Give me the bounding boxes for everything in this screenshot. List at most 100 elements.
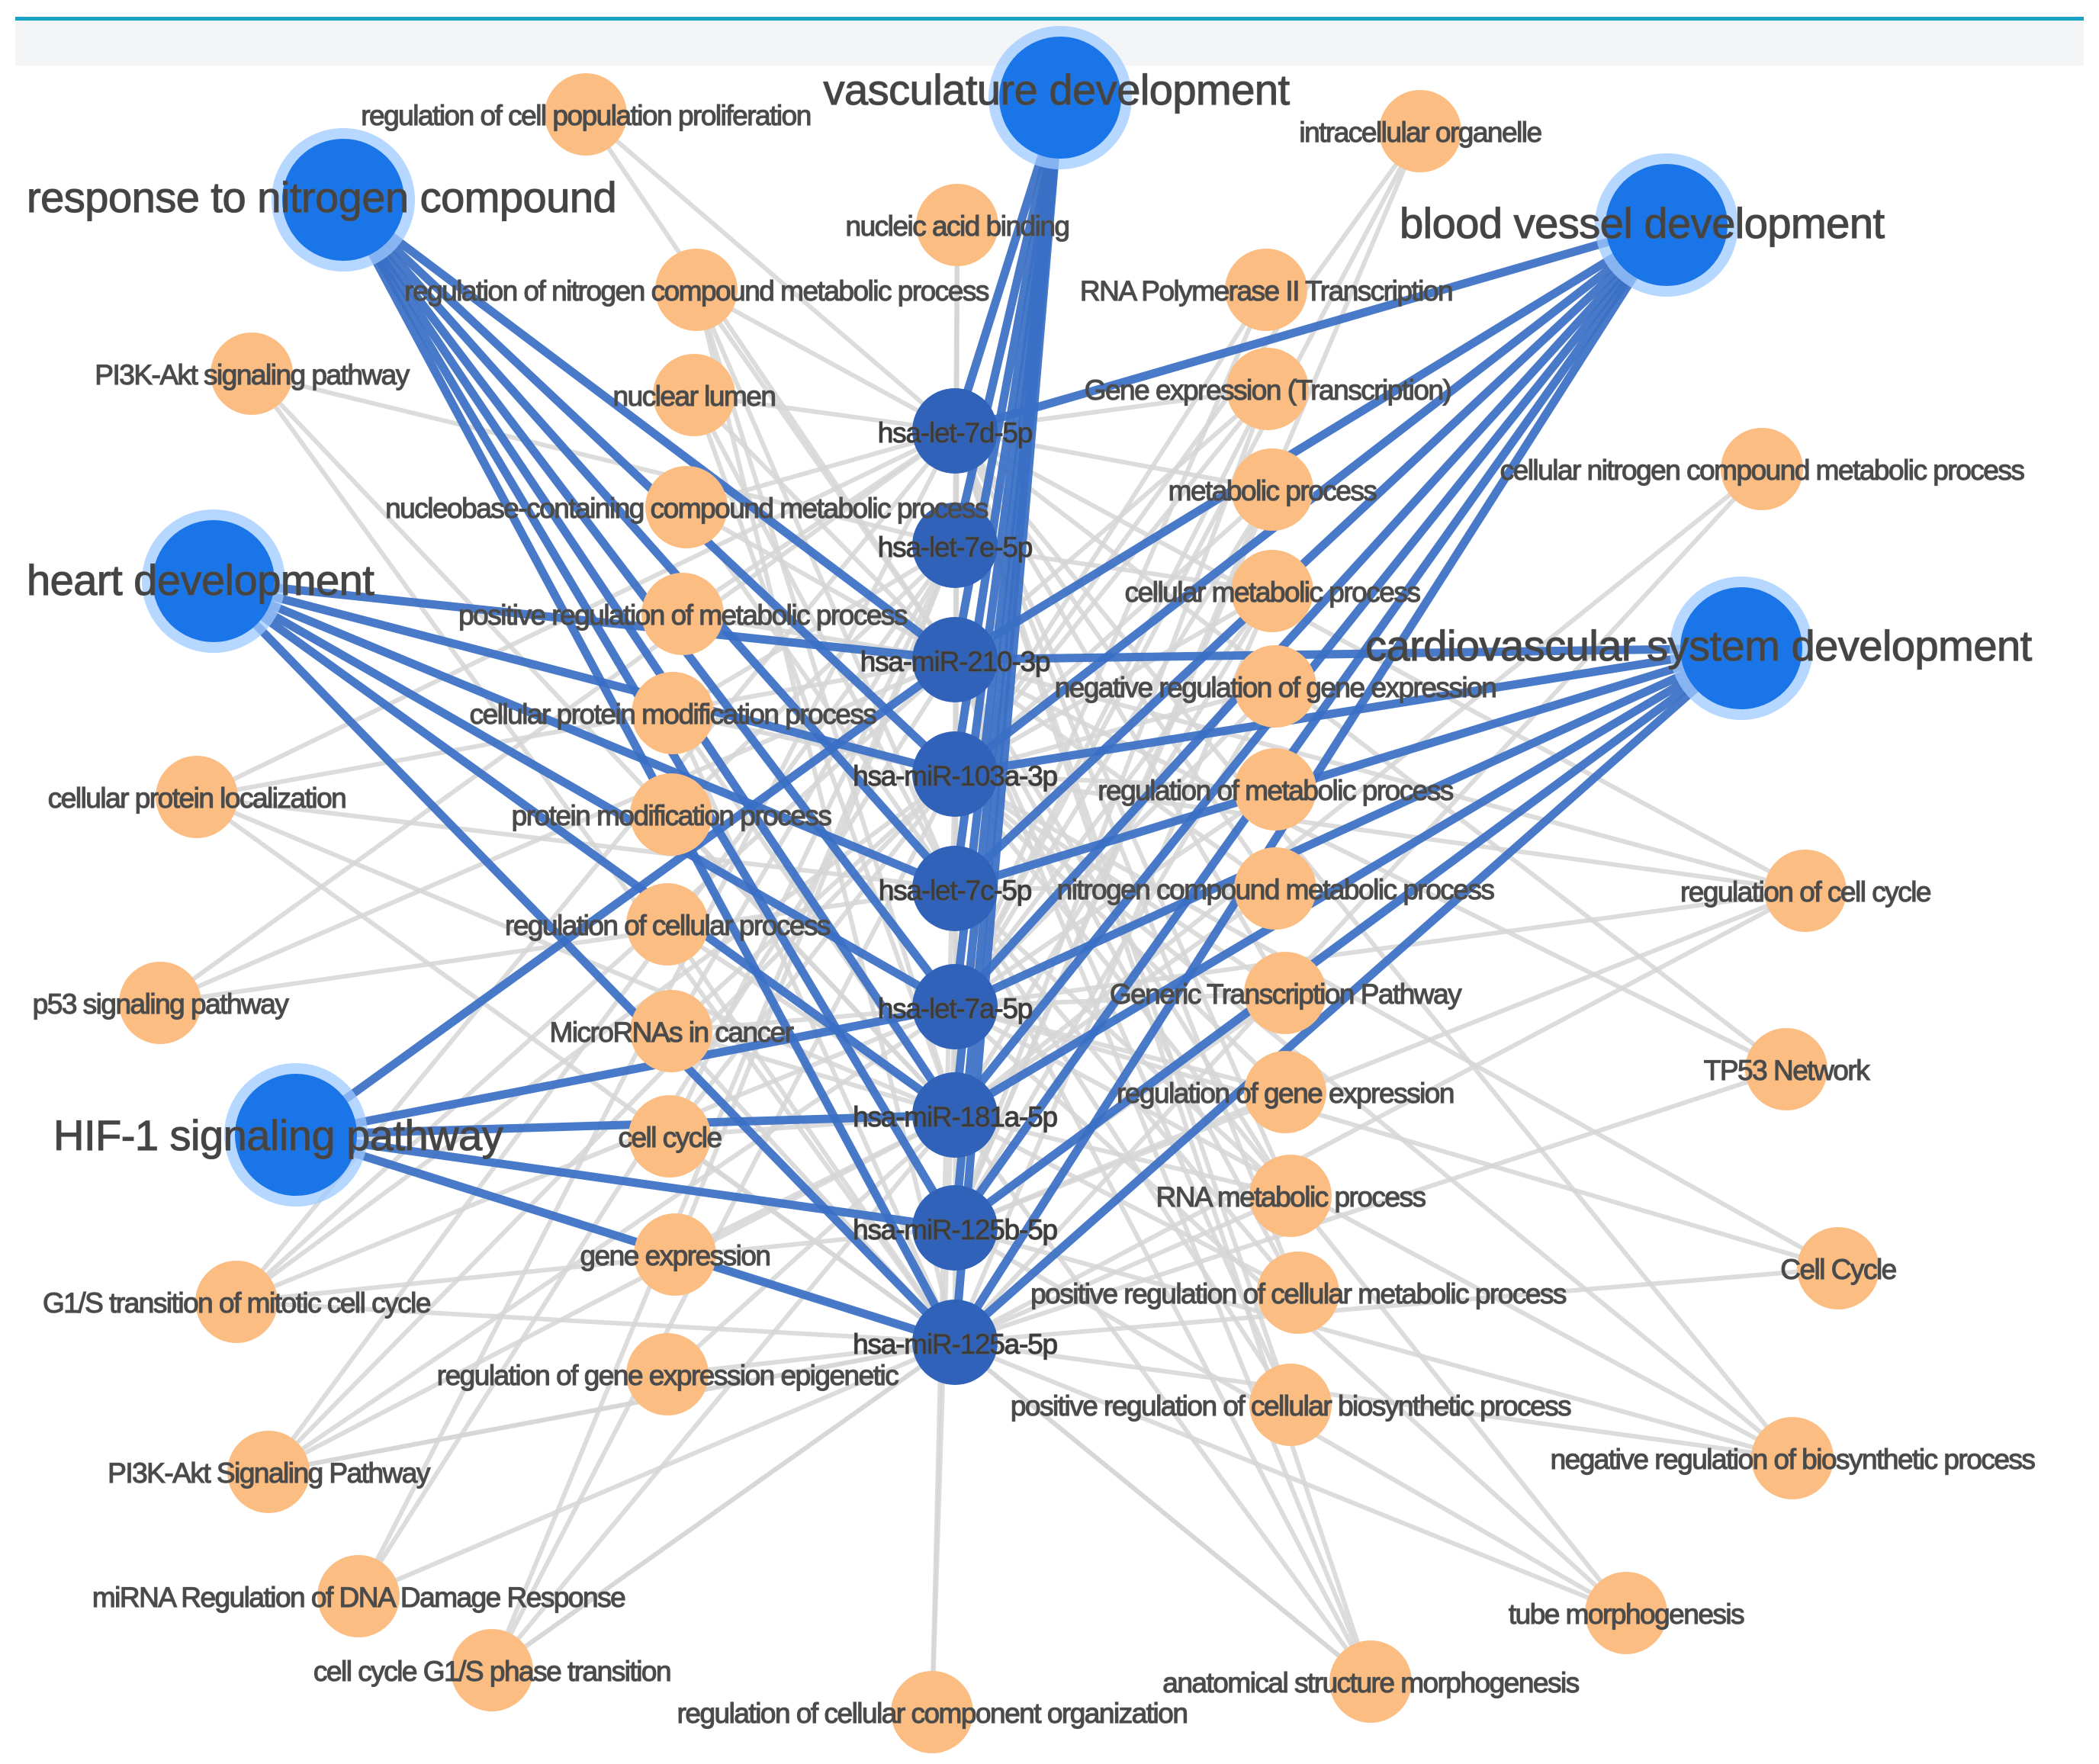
term-node[interactable] xyxy=(1234,748,1316,831)
term-node[interactable] xyxy=(451,1629,533,1711)
gray-edge xyxy=(235,1004,956,1304)
term-node[interactable] xyxy=(1244,952,1326,1034)
term-node[interactable] xyxy=(634,1213,716,1296)
term-node[interactable] xyxy=(1379,90,1461,172)
term-node[interactable] xyxy=(1751,1417,1834,1499)
nodes xyxy=(119,26,1879,1753)
term-node[interactable] xyxy=(653,354,735,436)
mirna-node[interactable] xyxy=(912,388,998,474)
gray-edge xyxy=(953,429,1795,1460)
term-node[interactable] xyxy=(1234,847,1316,930)
term-node[interactable] xyxy=(545,73,627,156)
mirna-node[interactable] xyxy=(912,1072,998,1158)
term-label: cell cycle G1/S phase transition xyxy=(313,1656,670,1687)
blue-edge xyxy=(294,1130,956,1347)
term-node[interactable] xyxy=(1257,1252,1339,1334)
term-node[interactable] xyxy=(626,1333,709,1415)
gray-edge xyxy=(953,1340,1372,1684)
blue-edge xyxy=(952,644,1744,1346)
term-node[interactable] xyxy=(156,756,238,838)
mirna-node[interactable] xyxy=(912,731,998,817)
gray-edge xyxy=(953,590,1275,1117)
mirna-node[interactable] xyxy=(912,846,998,931)
term-node[interactable] xyxy=(891,1671,973,1753)
term-node[interactable] xyxy=(1231,448,1313,531)
gray-edge xyxy=(669,543,957,817)
hub-node[interactable] xyxy=(235,1074,357,1196)
term-node[interactable] xyxy=(1764,850,1847,932)
term-node[interactable] xyxy=(1249,1364,1332,1446)
term-label: protein modification process xyxy=(512,800,832,831)
hub-node[interactable] xyxy=(1680,587,1802,709)
hub-label: cardiovascular system development xyxy=(1365,622,2033,670)
term-node[interactable] xyxy=(1745,1028,1827,1110)
term-node[interactable] xyxy=(645,466,728,548)
term-node[interactable] xyxy=(227,1431,310,1513)
gray-edge xyxy=(953,429,1807,893)
blue-edge xyxy=(339,197,959,1118)
term-node[interactable] xyxy=(195,1261,278,1343)
blue-edges xyxy=(211,96,1744,1347)
term-node[interactable] xyxy=(655,249,738,331)
term-node[interactable] xyxy=(916,184,998,266)
mirna-label: hsa-let-7e-5p xyxy=(878,532,1033,563)
mirna-node[interactable] xyxy=(912,617,998,702)
gray-edge xyxy=(195,429,956,799)
term-node[interactable] xyxy=(630,990,712,1072)
term-node[interactable] xyxy=(1249,1155,1332,1237)
blue-edge xyxy=(213,577,956,664)
mirna-node[interactable] xyxy=(912,1185,998,1271)
term-node[interactable] xyxy=(630,773,712,856)
term-node[interactable] xyxy=(628,1095,711,1178)
term-node[interactable] xyxy=(317,1555,400,1637)
gray-edge xyxy=(953,887,1373,1683)
term-node[interactable] xyxy=(1244,1051,1326,1133)
term-label: regulation of cell population proliferat… xyxy=(361,100,811,131)
gray-edge xyxy=(953,488,1275,1229)
term-node[interactable] xyxy=(1797,1227,1879,1309)
term-node[interactable] xyxy=(1234,645,1316,728)
term-label: cellular nitrogen compound metabolic pro… xyxy=(1500,455,2025,486)
gray-edge xyxy=(159,429,956,1005)
term-label: Cell Cycle xyxy=(1780,1254,1896,1285)
gray-edge xyxy=(267,1004,956,1474)
blue-edge xyxy=(953,221,1669,664)
mirna-node[interactable] xyxy=(912,1300,998,1385)
term-node[interactable] xyxy=(1226,348,1309,430)
hub-node[interactable] xyxy=(153,520,275,642)
term-node[interactable] xyxy=(119,962,201,1044)
mirna-node[interactable] xyxy=(912,964,998,1049)
gray-edge xyxy=(953,430,1373,1682)
blue-edge xyxy=(953,220,1668,435)
hub-node[interactable] xyxy=(999,37,1121,159)
blue-edge xyxy=(211,577,957,1011)
blue-edge xyxy=(212,577,956,779)
blue-edge xyxy=(952,221,1670,892)
term-label: regulation of cell cycle xyxy=(1680,876,1930,908)
term-node[interactable] xyxy=(1225,249,1307,331)
term-node[interactable] xyxy=(1585,1572,1667,1654)
term-label: regulation of gene expression xyxy=(1117,1078,1454,1109)
hub-label: response to nitrogen compound xyxy=(27,173,616,221)
mirna-node[interactable] xyxy=(912,503,998,588)
hub-node[interactable] xyxy=(282,139,404,261)
term-node[interactable] xyxy=(1231,550,1313,632)
hub-node[interactable] xyxy=(1606,164,1728,286)
term-node[interactable] xyxy=(641,573,724,655)
term-label: gene expression xyxy=(580,1240,770,1271)
blue-edge xyxy=(293,656,958,1139)
blue-edge xyxy=(211,577,957,893)
gray-edge xyxy=(953,887,1300,1294)
term-node[interactable] xyxy=(211,333,293,415)
gray-edge xyxy=(954,657,1806,893)
term-node[interactable] xyxy=(1329,1640,1412,1723)
term-node[interactable] xyxy=(1721,428,1803,510)
blue-edge xyxy=(340,196,958,778)
term-node[interactable] xyxy=(632,672,714,754)
term-node[interactable] xyxy=(626,883,709,966)
hub-label: vasculature development xyxy=(823,66,1290,114)
term-label: metabolic process xyxy=(1168,475,1377,506)
gray-edge xyxy=(953,772,1794,1460)
blue-edge xyxy=(953,644,1744,1011)
